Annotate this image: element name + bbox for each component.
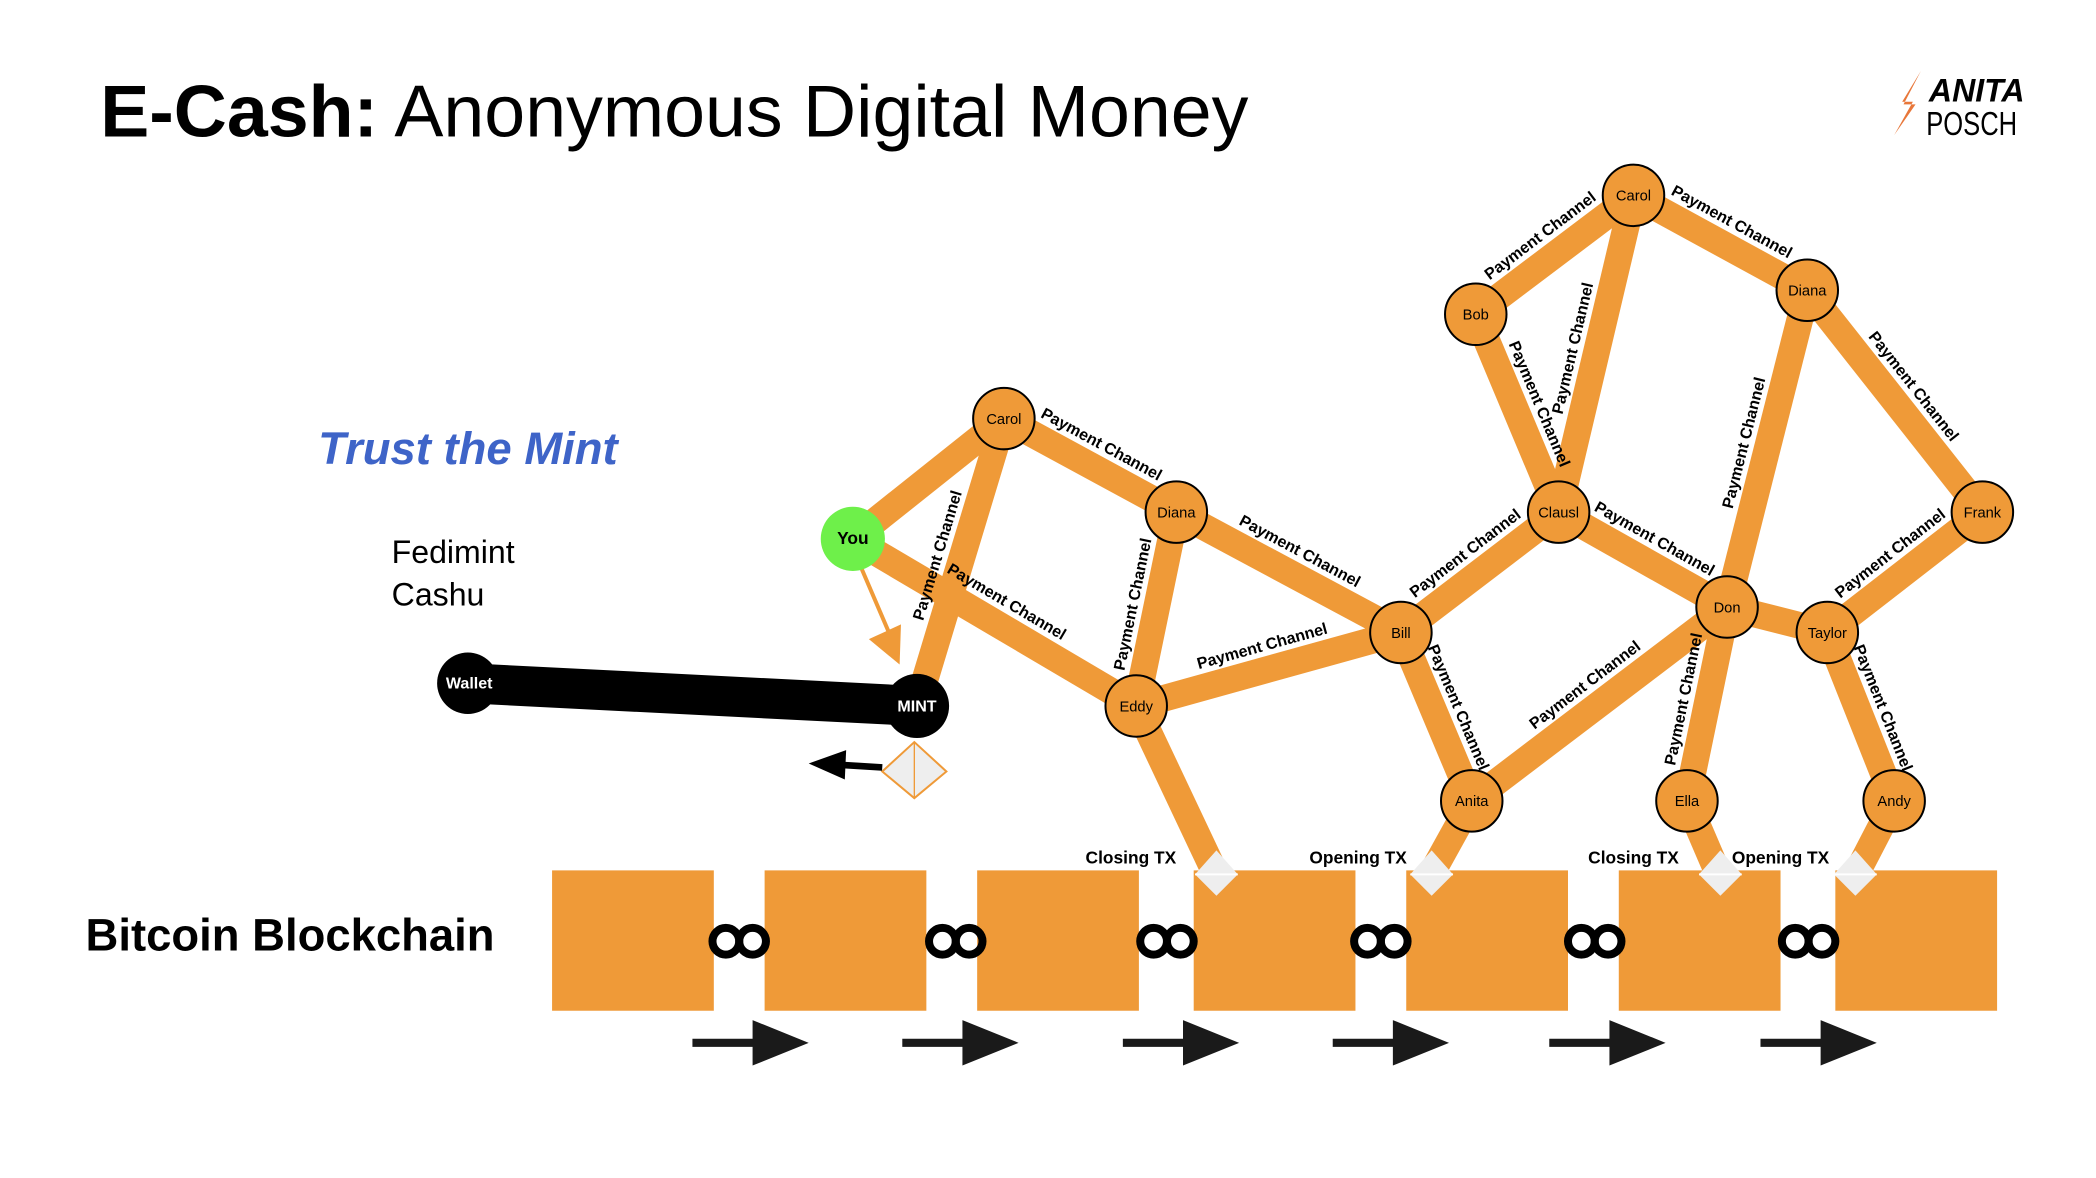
block bbox=[977, 870, 1139, 1011]
block bbox=[1835, 870, 1998, 1011]
payment-channel-you-carol1 bbox=[844, 408, 1013, 550]
tx-label: Closing TX bbox=[1086, 848, 1177, 868]
node-bob[interactable]: Bob bbox=[1444, 282, 1508, 347]
node-andy[interactable]: Andy bbox=[1862, 769, 1926, 833]
node-label: Eddy bbox=[1119, 699, 1153, 715]
node-label: Bob bbox=[1463, 308, 1489, 324]
arrow-right-icon bbox=[1760, 1020, 1877, 1066]
node-label: Don bbox=[1714, 600, 1741, 616]
node-label: Anita bbox=[1455, 794, 1489, 810]
nodes: YouCarolDianaEddyBillBobCarolDianaClausl… bbox=[820, 163, 2015, 833]
tx-label: Closing TX bbox=[1588, 848, 1679, 868]
chain-link-icon bbox=[1777, 923, 1840, 959]
node-label: Ella bbox=[1675, 794, 1700, 810]
wallet-node[interactable]: Wallet bbox=[437, 652, 499, 714]
block bbox=[764, 870, 927, 1011]
anita-posch-logo: ANITA POSCH bbox=[1894, 71, 2025, 143]
payment-channel-carol2-diana2 bbox=[1627, 183, 1814, 302]
node-label: Bill bbox=[1391, 626, 1411, 642]
node-ella[interactable]: Ella bbox=[1655, 769, 1719, 833]
blockchain-blocks bbox=[552, 870, 1998, 1011]
mint-node[interactable]: MINT bbox=[884, 673, 950, 739]
payment-channel-eddy-bill bbox=[1132, 619, 1405, 719]
payment-channel-bill-clausl bbox=[1392, 501, 1567, 644]
time-arrows bbox=[692, 1020, 1877, 1066]
tx-diamond-icon bbox=[1410, 850, 1454, 896]
node-label: Carol bbox=[1616, 189, 1651, 205]
node-carol1[interactable]: Carol bbox=[972, 386, 1036, 451]
payment-channel-diana2-don bbox=[1714, 286, 1821, 611]
payment-channel-frank-taylor bbox=[1819, 501, 1991, 644]
node-don[interactable]: Don bbox=[1695, 575, 1759, 639]
payment-channel-don-ella bbox=[1673, 604, 1741, 804]
block bbox=[1193, 870, 1356, 1011]
title-bold: E-Cash: bbox=[100, 70, 378, 153]
chain-link-icon bbox=[1136, 923, 1198, 959]
tx-label: Opening TX bbox=[1732, 848, 1830, 868]
node-label: Frank bbox=[1964, 505, 2002, 521]
page-title: E-Cash: Anonymous Digital Money bbox=[100, 70, 1248, 153]
node-label: Taylor bbox=[1808, 626, 1847, 642]
node-label: Clausl bbox=[1538, 505, 1579, 521]
arrow-right-icon bbox=[1122, 1020, 1240, 1066]
tx-diamond-icon bbox=[1195, 850, 1238, 896]
chain-links bbox=[708, 923, 1840, 959]
node-eddy[interactable]: Eddy bbox=[1104, 674, 1168, 738]
lightning-icon bbox=[1894, 71, 1921, 136]
node-frank[interactable]: Frank bbox=[1950, 480, 2015, 544]
node-label: Diana bbox=[1157, 505, 1196, 521]
trust-the-mint-heading: Trust the Mint bbox=[318, 423, 619, 474]
arrow-right-icon bbox=[1549, 1020, 1666, 1066]
tx-diamond-icon bbox=[1698, 850, 1742, 896]
payment-channel-diana1-bill bbox=[1170, 500, 1408, 645]
wallet-mint-link bbox=[466, 663, 919, 726]
payment-channel-you-eddy bbox=[846, 527, 1144, 718]
payment-channel-diana1-eddy bbox=[1123, 509, 1190, 709]
payment-channel-clausl-don bbox=[1552, 500, 1734, 619]
chain-link-icon bbox=[925, 923, 987, 959]
node-diana2[interactable]: Diana bbox=[1775, 258, 1840, 322]
payment-channel-carol1-diana1 bbox=[997, 406, 1183, 524]
chain-link-icon bbox=[708, 923, 770, 959]
chain-link-icon bbox=[1350, 923, 1412, 959]
node-bill[interactable]: Bill bbox=[1369, 600, 1433, 665]
arrow-left-icon bbox=[808, 750, 883, 780]
block bbox=[1618, 870, 1781, 1011]
node-label: You bbox=[837, 528, 869, 548]
logo-line2: POSCH bbox=[1926, 106, 2017, 143]
block bbox=[552, 870, 714, 1011]
payment-channel-bob-clausl bbox=[1463, 309, 1571, 518]
chain-link-icon bbox=[1563, 923, 1626, 959]
arrowhead-icon bbox=[868, 624, 901, 665]
payment-channel-diana2-frank bbox=[1796, 281, 1993, 521]
tx-markers bbox=[1195, 850, 1877, 896]
wallet-label: Wallet bbox=[446, 675, 493, 693]
node-carol2[interactable]: Carol bbox=[1601, 163, 1666, 228]
tx-diamond-icon bbox=[1834, 850, 1877, 896]
payment-channel-carol2-clausl bbox=[1545, 192, 1647, 516]
system-cashu: Cashu bbox=[392, 577, 485, 613]
node-label: Carol bbox=[986, 412, 1021, 428]
payment-channel-bob-carol2 bbox=[1467, 184, 1642, 325]
node-clausl[interactable]: Clausl bbox=[1526, 480, 1591, 544]
arrow-right-icon bbox=[1332, 1020, 1450, 1066]
mint-token-icon bbox=[880, 740, 948, 800]
node-anita[interactable]: Anita bbox=[1439, 769, 1504, 833]
bitcoin-blockchain-label: Bitcoin Blockchain bbox=[86, 910, 495, 961]
node-taylor[interactable]: Taylor bbox=[1795, 600, 1860, 665]
title-rest: Anonymous Digital Money bbox=[378, 70, 1249, 153]
tx-label: Opening TX bbox=[1309, 848, 1407, 868]
node-you[interactable]: You bbox=[820, 506, 885, 571]
node-label: Andy bbox=[1877, 794, 1911, 810]
logo-line1: ANITA bbox=[1928, 73, 2025, 109]
arrow-right-icon bbox=[692, 1020, 809, 1066]
system-fedimint: Fedimint bbox=[392, 534, 515, 570]
node-label: Diana bbox=[1788, 284, 1827, 300]
node-diana1[interactable]: Diana bbox=[1144, 480, 1209, 544]
mint-label: MINT bbox=[897, 697, 936, 715]
payment-channel-anita-don bbox=[1463, 596, 1736, 812]
arrow-right-icon bbox=[902, 1020, 1019, 1066]
payment-channel-carol1-mint bbox=[904, 414, 1017, 710]
